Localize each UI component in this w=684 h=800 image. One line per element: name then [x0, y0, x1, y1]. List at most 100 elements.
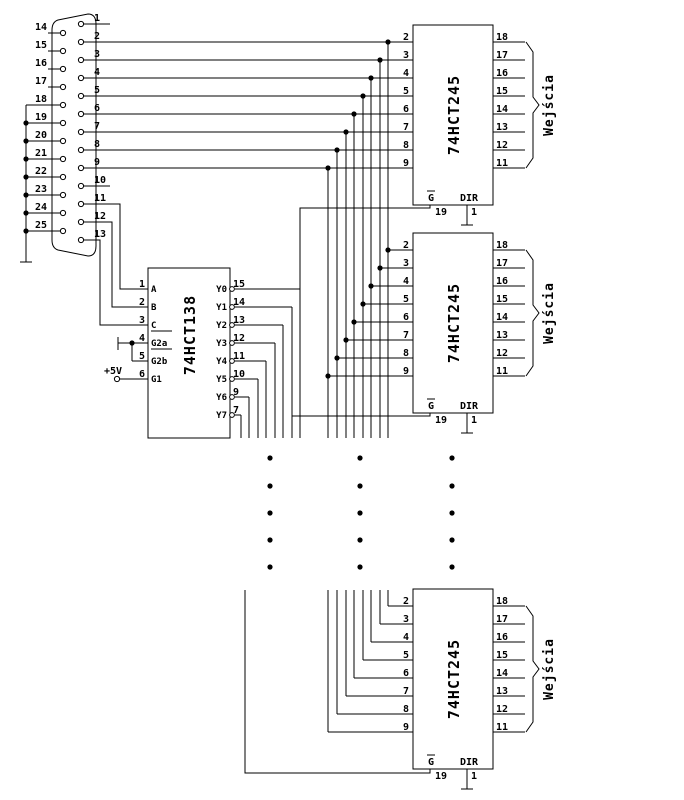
data-bus-dot	[351, 319, 357, 325]
buffer-1-pin-12: 12	[496, 348, 508, 359]
buffer-0-bracket	[525, 41, 540, 169]
connector-pin-label-5: 5	[94, 85, 100, 96]
continuation-dot	[449, 564, 455, 570]
buffer-1-pin-2: 2	[403, 240, 409, 251]
connector-pin-label-2: 2	[94, 31, 100, 42]
buffer-0-pin-7: 7	[403, 122, 409, 133]
connector-pin-5-icon	[77, 92, 85, 100]
buffer-0-g-pin: 19	[435, 207, 447, 218]
data-bus-dot	[325, 373, 331, 379]
decoder-output-label-Y5: Y5	[216, 375, 227, 385]
buffer-1-pin-4: 4	[403, 276, 409, 287]
decoder-output-bubble-icon	[229, 394, 235, 400]
buffer-2-pin-16: 16	[496, 632, 508, 643]
wires	[20, 23, 525, 790]
buffer-2-inputs-label: Wejścia	[542, 638, 557, 700]
buffer-0-pin-15: 15	[496, 86, 508, 97]
buffer-1-pin-9: 9	[403, 366, 409, 377]
buffer-0-chip-name: 74HCT245	[445, 75, 463, 155]
connector-pin-16-icon	[59, 65, 67, 73]
decoder-output-bubble-icon	[229, 304, 235, 310]
decoder-output-pin-9: 9	[233, 387, 239, 398]
enable-line-n	[244, 590, 431, 774]
connector-pin-label-20: 20	[35, 130, 47, 141]
labels: 1234567891011121314151617181920212223242…	[35, 13, 557, 782]
buffer-2-pin-6: 6	[403, 668, 409, 679]
decoder-output-label-Y7: Y7	[216, 411, 227, 421]
continuation-dot	[267, 537, 273, 543]
ground-bus-dot	[23, 138, 29, 144]
address-line-b	[84, 221, 136, 308]
buffer-2-dir-pin: 1	[471, 771, 477, 782]
decoder-output-bubble-icon	[229, 412, 235, 418]
continuation-dot	[449, 537, 455, 543]
enable-line-1	[291, 307, 431, 417]
data-bus-dot	[325, 165, 331, 171]
continuation-dot	[449, 483, 455, 489]
data-bus-dot	[368, 75, 374, 81]
buffer-2-pin-18: 18	[496, 596, 508, 607]
address-line-c	[84, 239, 136, 326]
buffer-2-pin-2: 2	[403, 596, 409, 607]
buffer-2-pin-14: 14	[496, 668, 508, 679]
data-bus-dot	[351, 111, 357, 117]
ground-bus-dot	[23, 228, 29, 234]
decoder-output-label-Y2: Y2	[216, 321, 227, 331]
decoder-input-label-G2b: G2b	[151, 357, 168, 367]
connector-pin-label-17: 17	[35, 76, 47, 87]
junction-dots	[23, 39, 455, 570]
ground-bus-dot	[23, 210, 29, 216]
decoder-input-label-G2a: G2a	[151, 339, 167, 349]
buffer-0-dir-label: DIR	[460, 193, 479, 204]
decoder-input-pin-1: 1	[139, 279, 145, 290]
buffer-2-pin-7: 7	[403, 686, 409, 697]
buffer-2-pin-13: 13	[496, 686, 508, 697]
data-bus-dot	[377, 57, 383, 63]
buffer-1-pin-13: 13	[496, 330, 508, 341]
connector-pin-13-icon	[77, 236, 85, 244]
connector-pin-7-icon	[77, 128, 85, 136]
buffer-2-chip-name: 74HCT245	[445, 639, 463, 719]
buffer-1-dir-label: DIR	[460, 401, 479, 412]
buffer-0-pin-8: 8	[403, 140, 409, 151]
connector-pin-12-icon	[77, 218, 85, 226]
connector-pin-label-8: 8	[94, 139, 100, 150]
decoder-input-label-C: C	[151, 321, 156, 331]
data-bus-dot	[385, 39, 391, 45]
connector-pin-2-icon	[77, 38, 85, 46]
connector-pin-15-icon	[59, 47, 67, 55]
connector-pin-1-icon	[77, 20, 85, 28]
buffer-2-pin-3: 3	[403, 614, 409, 625]
data-bus-dot	[377, 265, 383, 271]
enable-line-0	[299, 205, 431, 289]
connector-pin-label-13: 13	[94, 229, 106, 240]
connector-pin-21-icon	[59, 155, 67, 163]
connector-pin-label-25: 25	[35, 220, 47, 231]
decoder-output-pin-14: 14	[233, 297, 245, 308]
buffer-0-pin-3: 3	[403, 50, 409, 61]
connector-pin-label-7: 7	[94, 121, 100, 132]
connector-pin-14-icon	[59, 29, 67, 37]
buffer-1-pin-6: 6	[403, 312, 409, 323]
buffer-0-chip-body	[412, 24, 494, 206]
decoder-output-bubble-icon	[229, 358, 235, 364]
continuation-dot	[357, 564, 363, 570]
buffer-2-pin-4: 4	[403, 632, 409, 643]
connector-pin-19-icon	[59, 119, 67, 127]
decoder-output-pin-12: 12	[233, 333, 245, 344]
decoder-output-bubble-icon	[229, 322, 235, 328]
buffer-1-pin-17: 17	[496, 258, 508, 269]
buffer-1-g-label: G	[428, 401, 434, 412]
ground-bus-dot	[23, 120, 29, 126]
connector-pin-label-4: 4	[94, 67, 100, 78]
buffer-0-dir-pin: 1	[471, 207, 477, 218]
continuation-dot	[357, 510, 363, 516]
buffer-0-pin-2: 2	[403, 32, 409, 43]
connector-pin-24-icon	[59, 209, 67, 217]
continuation-dot	[357, 537, 363, 543]
connector-pin-label-15: 15	[35, 40, 47, 51]
buffer-2-dir-label: DIR	[460, 757, 479, 768]
connector-pin-label-23: 23	[35, 184, 47, 195]
buffer-2-g-label: G	[428, 757, 434, 768]
data-bus-dot	[368, 283, 374, 289]
